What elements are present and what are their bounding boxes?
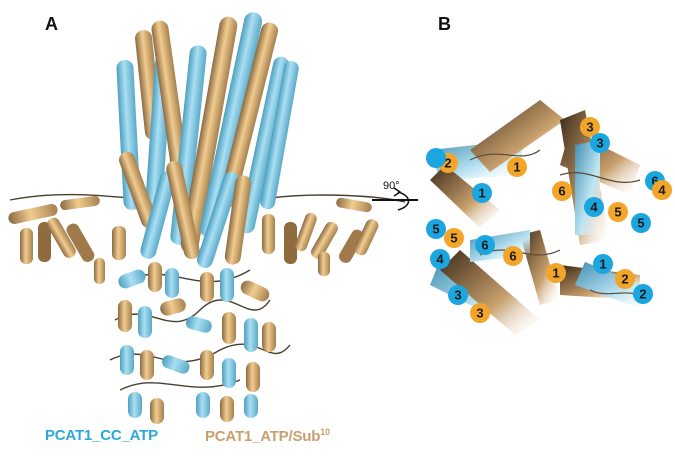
- helix-marker-circle: [631, 213, 651, 233]
- legend-pcat1-cc-atp: PCAT1_CC_ATP: [45, 427, 158, 444]
- helix-marker-circle: [580, 117, 600, 137]
- helix-marker-number: 4: [658, 183, 666, 198]
- helix-marker-circle: [430, 249, 450, 269]
- helix-marker-number: 3: [586, 120, 593, 135]
- panel-label-b: B: [438, 14, 451, 34]
- panel-label-a: A: [45, 14, 58, 34]
- helix-marker-number: 4: [436, 252, 444, 267]
- legend-atp-sub-superscript: 10: [320, 427, 330, 437]
- rotation-label: 90°: [383, 180, 400, 192]
- helix-marker-number: 3: [454, 288, 461, 303]
- helix-marker-circle: [608, 202, 628, 222]
- helix-marker: 4: [430, 249, 450, 269]
- helix-marker-circle: [472, 183, 492, 203]
- helix-marker: 5: [631, 213, 651, 233]
- helix-marker-number: 5: [432, 222, 439, 237]
- nbd-region: [118, 262, 276, 424]
- helix-marker: 1: [593, 254, 613, 274]
- helix-marker: 1: [507, 157, 527, 177]
- helix-marker-number: 2: [621, 272, 628, 287]
- helix-marker: 3: [580, 117, 600, 137]
- helix-marker: 1: [472, 183, 492, 203]
- helix-marker-number: 4: [590, 200, 598, 215]
- helix-marker: 2: [615, 269, 635, 289]
- helix-marker: [426, 148, 446, 168]
- helix-marker-circle: [552, 181, 572, 201]
- helix-marker: 5: [426, 219, 446, 239]
- helix-marker-circle: [426, 148, 446, 168]
- helix-marker-number: 3: [476, 306, 483, 321]
- helix-marker-circle: [475, 235, 495, 255]
- helix-marker: 2: [633, 284, 653, 304]
- helix-marker-circle: [633, 284, 653, 304]
- helix-marker-number: 5: [637, 216, 644, 231]
- helix-marker-circle: [448, 285, 468, 305]
- helix-marker-circle: [584, 197, 604, 217]
- helix-marker: 1: [546, 263, 566, 283]
- helix-marker: 4: [584, 197, 604, 217]
- helix-marker-number: 2: [444, 156, 451, 171]
- helix-marker-number: 5: [450, 231, 457, 246]
- helix-marker: 6: [552, 181, 572, 201]
- helix-marker: 5: [444, 228, 464, 248]
- helix-marker: 6: [475, 235, 495, 255]
- helix-marker: 3: [448, 285, 468, 305]
- helix-marker-circle: [507, 157, 527, 177]
- panel-a-structure: [8, 12, 406, 424]
- rotation-arrow: [372, 187, 418, 211]
- helix-marker-number: 6: [509, 249, 516, 264]
- helix-marker-circle: [426, 219, 446, 239]
- helix-marker-circle: [590, 133, 610, 153]
- helix-marker-circle: [615, 269, 635, 289]
- helix-marker-circle: [546, 263, 566, 283]
- helix-marker-number: 6: [558, 184, 565, 199]
- tmd-helices: [116, 12, 299, 268]
- legend-atp-sub-text: PCAT1_ATP/Sub: [205, 428, 321, 445]
- helix-marker: 3: [470, 303, 490, 323]
- helix-marker-circle: [652, 180, 672, 200]
- legend-pcat1-atp-sub: PCAT1_ATP/Sub10: [205, 427, 330, 445]
- helix-marker-number: 3: [596, 136, 603, 151]
- left-peptidase-domain: [8, 195, 126, 284]
- helix-marker: 6: [503, 246, 523, 266]
- helix-marker-number: 1: [552, 266, 559, 281]
- helix-marker-number: 1: [513, 160, 520, 175]
- helix-marker-circle: [470, 303, 490, 323]
- helix-marker-circle: [503, 246, 523, 266]
- helix-marker-circle: [593, 254, 613, 274]
- helix-marker-number: 6: [481, 238, 488, 253]
- helix-marker: 3: [590, 133, 610, 153]
- helix-marker-number: 6: [651, 174, 658, 189]
- right-peptidase-domain: [262, 197, 379, 276]
- helix-marker: 4: [652, 180, 672, 200]
- helix-marker-number: 5: [614, 205, 621, 220]
- helix-marker: 5: [608, 202, 628, 222]
- helix-marker-number: 1: [599, 257, 606, 272]
- helix-marker-number: 1: [478, 186, 485, 201]
- helix-marker-number: 2: [639, 287, 646, 302]
- helix-marker-circle: [444, 228, 464, 248]
